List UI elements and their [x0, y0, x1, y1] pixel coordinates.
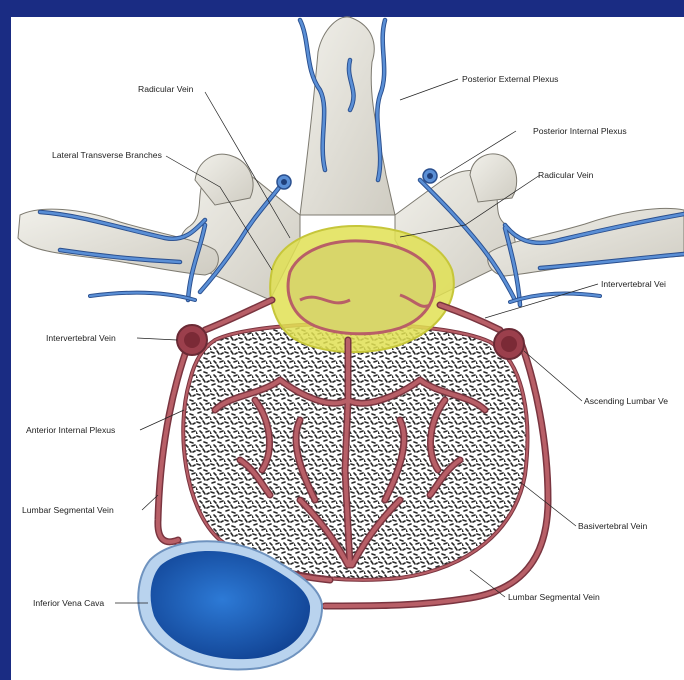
- label-lumbar-segmental-vein-bottom: Lumbar Segmental Vein: [508, 592, 600, 602]
- label-lateral-transverse-branches: Lateral Transverse Branches: [52, 150, 162, 160]
- label-inferior-vena-cava: Inferior Vena Cava: [33, 598, 104, 608]
- label-posterior-internal-plexus: Posterior Internal Plexus: [533, 126, 627, 136]
- label-anterior-internal-plexus: Anterior Internal Plexus: [26, 425, 115, 435]
- label-intervertebral-vein-left: Intervertebral Vein: [46, 333, 116, 343]
- label-intervertebral-vein-right: Intervertebral Vei: [601, 279, 666, 289]
- label-posterior-external-plexus: Posterior External Plexus: [462, 74, 558, 84]
- label-radicular-vein-top: Radicular Vein: [138, 84, 194, 94]
- label-radicular-vein-right: Radicular Vein: [538, 170, 594, 180]
- label-basivertebral-vein: Basivertebral Vein: [578, 521, 647, 531]
- label-ascending-lumbar-vein: Ascending Lumbar Ve: [584, 396, 668, 406]
- label-lumbar-segmental-vein-left: Lumbar Segmental Vein: [22, 505, 114, 515]
- vertebral-body: [183, 324, 527, 580]
